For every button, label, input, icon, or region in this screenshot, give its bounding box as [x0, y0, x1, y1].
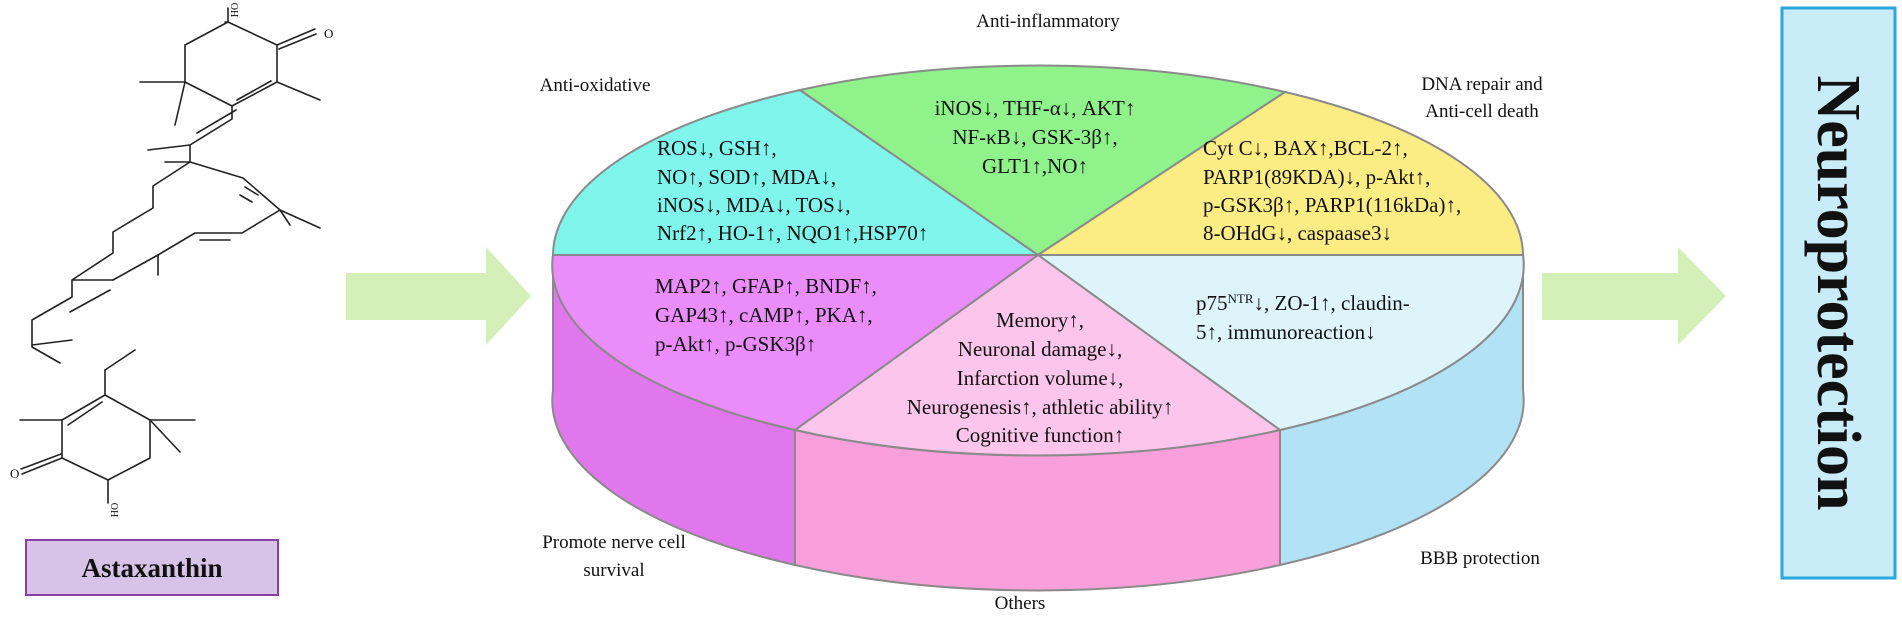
oh-label-top: OH [228, 3, 239, 17]
title-dna-repair-2: Anti-cell death [1425, 101, 1539, 122]
oh-label-bottom: OH [108, 503, 119, 517]
neuroprotection-box [1780, 6, 1897, 580]
title-bbb-protection: BBB protection [1420, 548, 1540, 569]
nerve-survival-line: p-Akt↑, p-GSK3β↑ [655, 332, 816, 356]
sector-others [792, 253, 1283, 457]
others-line: Neuronal damage↓, [958, 337, 1122, 361]
neuroprotection-label: Neuroprotection [1804, 75, 1872, 510]
left-arrow [346, 247, 531, 345]
dna-repair-line: Cyt C↓, BAX↑,BCL-2↑, [1203, 136, 1408, 160]
sector-anti-inflammatory [797, 64, 1288, 257]
sector-anti-oxidative [551, 88, 1042, 256]
anti-oxidative-line: NO↑, SOD↑, MDA↓, [657, 165, 836, 189]
title-others: Others [995, 593, 1046, 614]
astaxanthin-structure [19, 7, 321, 504]
dna-repair-line: p-GSK3β↑, PARP1(116kDa)↑, [1203, 193, 1461, 217]
title-nerve-survival-1: Promote nerve cell [542, 532, 686, 553]
sector-dna-repair [1034, 90, 1525, 256]
others-line: Neurogenesis↑, athletic ability↑ [907, 395, 1174, 419]
astaxanthin-label: Astaxanthin [81, 553, 222, 583]
dna-repair-line: PARP1(89KDA)↓, p-Akt↑, [1203, 165, 1430, 189]
bbb-p75: p75 [1196, 291, 1228, 315]
mechanism-pie [551, 64, 1525, 592]
bbb-ntr-superscript: NTR [1228, 291, 1254, 306]
astaxanthin-label-box [25, 539, 279, 596]
o-label-bottom: O [10, 466, 19, 481]
others-line: Cognitive function↑ [956, 423, 1125, 447]
bbb-line-1-rest: ↓, ZO-1↑, claudin- [1254, 291, 1410, 315]
title-anti-inflammatory: Anti-inflammatory [976, 11, 1120, 32]
bbb-line-1: p75NTR↓, ZO-1↑, claudin- [1196, 291, 1410, 315]
title-nerve-survival-2: survival [583, 560, 644, 581]
right-arrow [1542, 247, 1726, 345]
bbb-line-2: 5↑, immunoreaction↓ [1196, 320, 1376, 344]
anti-inflammatory-line: iNOS↓, THF-α↓, AKT↑ [935, 96, 1136, 120]
anti-oxidative-line: iNOS↓, MDA↓, TOS↓, [657, 193, 851, 217]
title-dna-repair-1: DNA repair and [1421, 74, 1543, 95]
others-line: Memory↑, [996, 308, 1084, 332]
anti-inflammatory-line: GLT1↑,NO↑ [982, 154, 1088, 178]
title-anti-oxidative: Anti-oxidative [540, 75, 651, 96]
dna-repair-line: 8-OHdG↓, caspaase3↓ [1203, 221, 1392, 245]
nerve-survival-line: MAP2↑, GFAP↑, BNDF↑, [655, 274, 877, 298]
sector-bbb [1034, 254, 1525, 432]
nerve-survival-line: GAP43↑, cAMP↑, PKA↑, [655, 303, 873, 327]
anti-oxidative-line: Nrf2↑, HO-1↑, NQO1↑,HSP70↑ [657, 221, 928, 245]
anti-inflammatory-line: NF-κB↓, GSK-3β↑, [952, 125, 1117, 149]
anti-oxidative-line: ROS↓, GSH↑, [657, 136, 777, 160]
o-label-top: O [324, 26, 333, 41]
others-line: Infarction volume↓, [957, 366, 1124, 390]
sector-nerve-survival [551, 254, 1042, 432]
